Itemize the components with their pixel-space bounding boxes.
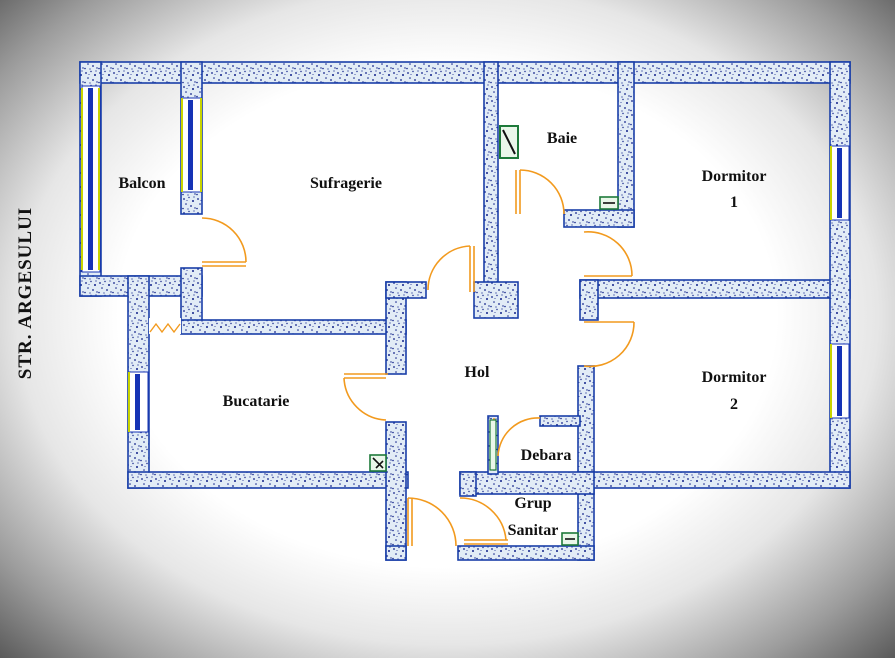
door-kitchen [343, 373, 388, 421]
room-label-grup-sanitar-line2: Sanitar [508, 522, 559, 539]
window-bedroom2 [830, 343, 850, 419]
room-label-debara: Debara [521, 447, 572, 464]
wall-living-kitchen [180, 319, 407, 335]
wall-bedroom2-bottom [577, 471, 851, 489]
window-balcony-left [81, 85, 101, 273]
wall-wc-top [459, 471, 595, 495]
window-balcony-door [181, 97, 202, 193]
wall-wc-bottom [457, 545, 595, 561]
door-bedroom2 [583, 321, 635, 368]
wall-bath-right [617, 61, 635, 228]
wall-hall-top-stub [473, 281, 519, 319]
kitchen-vent-icon [369, 454, 387, 472]
bath-shaft-icon [499, 125, 519, 159]
wall-exterior-right [829, 61, 851, 489]
radiator-icon [149, 318, 181, 334]
wall-living-bath [483, 61, 499, 303]
wall-hall-right-lower [577, 365, 595, 561]
fixtures [369, 125, 619, 546]
room-label-bucatarie: Bucatarie [223, 393, 290, 410]
door-bedroom1 [583, 231, 633, 277]
room-label-dormitor1: Dormitor [702, 168, 767, 185]
wall-hall-left-stub [385, 281, 427, 299]
room-label-sufragerie: Sufragerie [310, 175, 382, 192]
room-label-baie: Baie [547, 130, 577, 147]
windows [81, 85, 850, 433]
room-label-hol: Hol [465, 364, 490, 381]
room-label-dormitor1-number: 1 [730, 194, 738, 211]
window-kitchen [128, 371, 149, 433]
door-bath [515, 169, 565, 215]
wall-balcony-partition-lower [180, 267, 203, 329]
wall-hall-left-lower [385, 421, 407, 561]
bath-vent-icon [599, 196, 619, 210]
wall-bath-bottom [563, 209, 635, 228]
room-label-dormitor2-number: 2 [730, 396, 738, 413]
debara-shelf-icon [489, 419, 497, 471]
door-balcony [201, 217, 247, 267]
wall-debara-top [539, 415, 581, 427]
room-label-grup-sanitar: Grup [514, 495, 551, 512]
wc-vent-icon [561, 532, 579, 546]
wall-entrance-bottom [385, 545, 407, 561]
wall-bedrooms-separator [579, 279, 851, 299]
room-labels: Balcon Sufragerie Baie Dormitor 1 Hol Do… [118, 130, 766, 539]
wall-wc-left [459, 471, 477, 497]
door-wc [459, 497, 508, 545]
street-label: STR. ARGESULUI [15, 207, 36, 379]
window-bedroom1 [830, 145, 850, 221]
room-label-balcon: Balcon [118, 175, 165, 192]
door-living [427, 245, 475, 292]
wall-kitchen-bottom [127, 471, 409, 489]
door-entrance [407, 497, 457, 547]
room-label-dormitor2: Dormitor [702, 369, 767, 386]
wall-hall-right-post [579, 279, 599, 321]
